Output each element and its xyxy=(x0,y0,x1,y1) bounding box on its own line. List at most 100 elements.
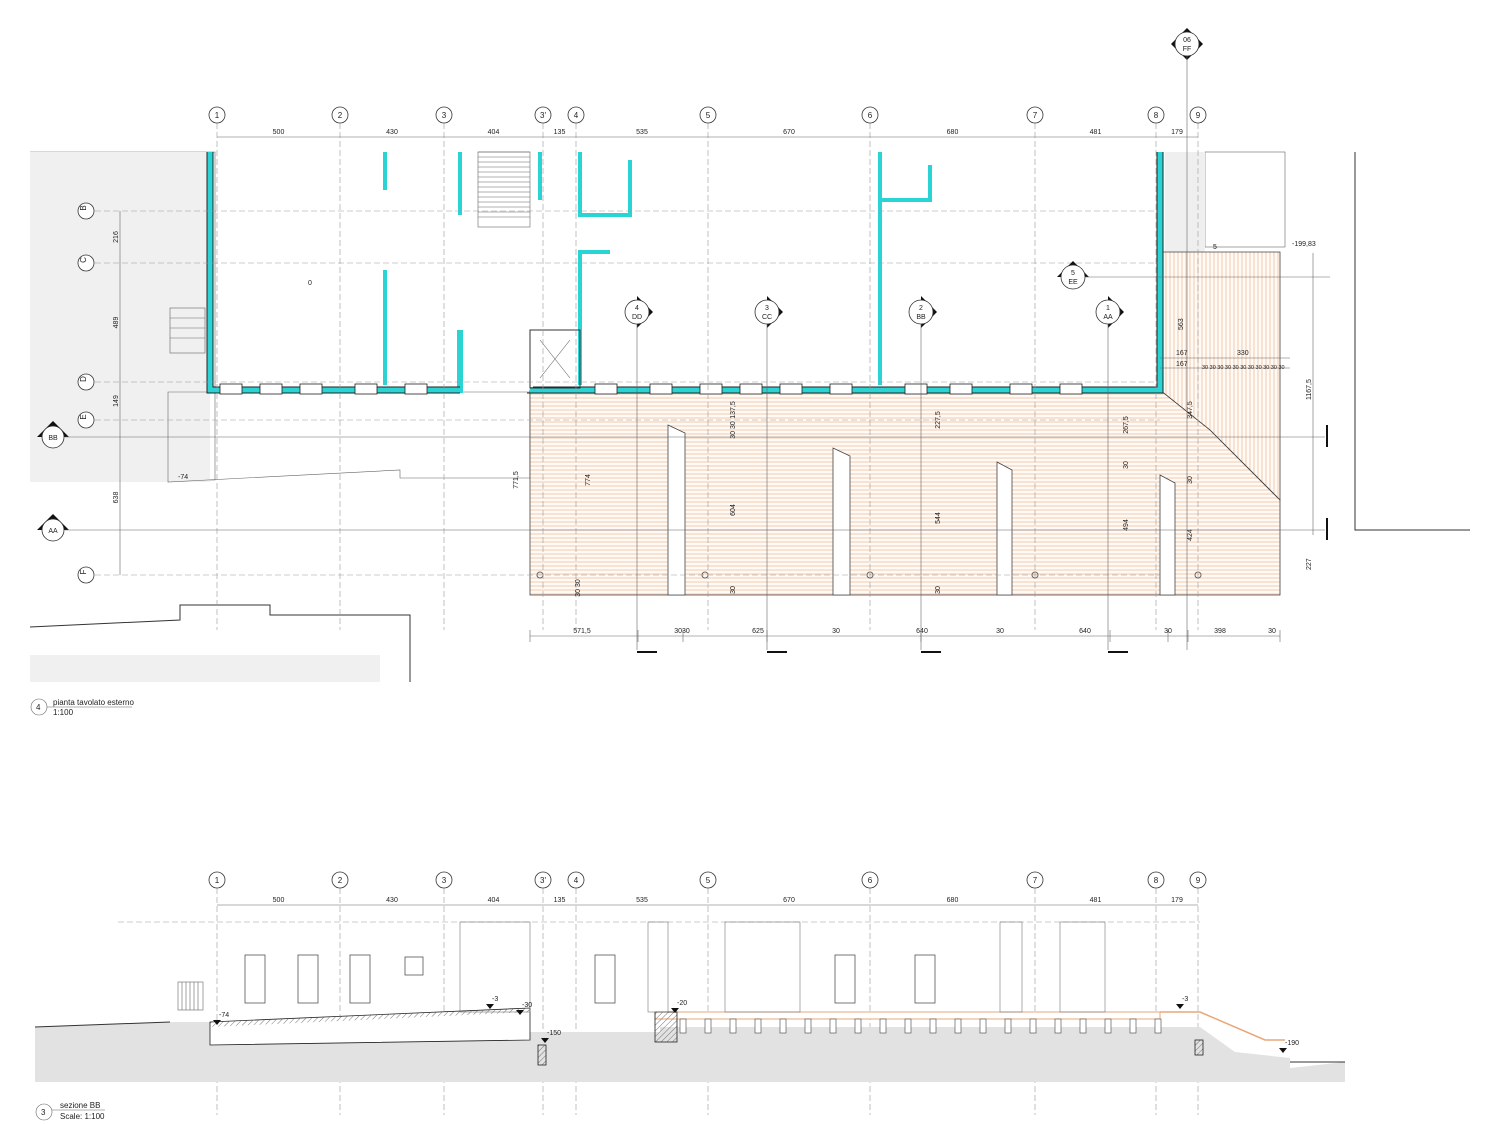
glazing xyxy=(1059,921,1106,1013)
dim-30s: 30 30 30 30 30 30 30 30 30 30 30 xyxy=(1202,365,1285,371)
section-levels: -74-3-30-20-150-3-190 xyxy=(213,996,1299,1053)
grid-dimension: 500 xyxy=(273,897,285,904)
side-strip xyxy=(1165,152,1205,252)
windows xyxy=(219,383,1083,395)
grid-bubble xyxy=(1026,871,1044,889)
grid-dimension: 135 xyxy=(554,897,566,904)
bottom-dimension: 640 xyxy=(1079,628,1091,635)
grid-dimension: 670 xyxy=(783,897,795,904)
section-title-block: 3 sezione BB Scale: 1:100 xyxy=(35,1101,105,1121)
grid-bubble xyxy=(1147,871,1165,889)
pier xyxy=(979,1018,987,1034)
level-marker xyxy=(671,1008,679,1013)
grid-label: 7 xyxy=(1033,876,1038,885)
bench xyxy=(832,447,851,596)
pier xyxy=(1079,1018,1087,1034)
interior-dimension: 30 xyxy=(1187,476,1194,484)
cut-mark: AA xyxy=(37,514,1328,542)
window xyxy=(949,383,973,395)
bottom-dimension: 3030 xyxy=(674,628,690,635)
level-zero: 0 xyxy=(308,280,312,287)
lift-cross xyxy=(539,339,571,379)
plan-title: pianta tavolato esterno xyxy=(53,698,134,707)
grid-label: 4 xyxy=(574,876,579,885)
section-number: 3 xyxy=(41,1108,46,1117)
plan-number: 4 xyxy=(36,703,41,712)
level-top: -199,83 xyxy=(1292,241,1316,248)
level-marker xyxy=(1279,1048,1287,1053)
door xyxy=(834,954,856,1004)
grid-dimension: 680 xyxy=(947,129,959,136)
window xyxy=(1059,383,1083,395)
exterior-steps xyxy=(1160,1011,1285,1041)
ground-line xyxy=(34,1021,171,1028)
grid-dimension: 680 xyxy=(947,897,959,904)
bottom-dimension: 571,5 xyxy=(573,628,591,635)
section-id: EE xyxy=(1068,279,1078,286)
wall-outer-line xyxy=(206,152,1164,394)
section-number: 3 xyxy=(765,305,769,312)
level-marker xyxy=(516,1010,524,1015)
pier xyxy=(1054,1018,1062,1034)
grid-dimension: 179 xyxy=(1171,129,1183,136)
grid-dimension: 430 xyxy=(386,897,398,904)
grid-dimension: 481 xyxy=(1090,129,1102,136)
level-label: -3 xyxy=(492,996,498,1003)
grid-label: 1 xyxy=(215,111,220,120)
section-mark: 4DD xyxy=(624,296,657,653)
stair xyxy=(477,151,531,228)
grid-dimension: 404 xyxy=(488,129,500,136)
window xyxy=(594,383,618,395)
row-bubble xyxy=(77,566,95,584)
window xyxy=(259,383,283,395)
grid-bubble xyxy=(435,871,453,889)
interior-dimension: 774 xyxy=(585,474,592,486)
pier xyxy=(854,1018,862,1034)
deck-benches xyxy=(536,424,1202,596)
pier xyxy=(1004,1018,1012,1034)
section-id: BB xyxy=(916,314,926,321)
glazing xyxy=(459,921,531,1013)
plan-scale: 1:100 xyxy=(53,708,74,717)
interior-dimension: 347,5 xyxy=(1187,401,1194,419)
glazing xyxy=(999,921,1023,1013)
interior-walls xyxy=(383,152,932,385)
grid-label: 6 xyxy=(868,876,873,885)
grid-label: 1 xyxy=(215,876,220,885)
section-bubble xyxy=(908,299,934,325)
bench xyxy=(996,461,1013,596)
glazing xyxy=(647,921,669,1013)
grid-bubble xyxy=(567,106,585,124)
interior-dimension: 267,5 xyxy=(1123,416,1130,434)
grid-label: 8 xyxy=(1154,876,1159,885)
door xyxy=(244,954,266,1004)
section-id: DD xyxy=(632,314,642,321)
grid-label: 3 xyxy=(442,111,447,120)
grid-bubble xyxy=(699,106,717,124)
grid-bubble xyxy=(861,106,879,124)
row-bubble xyxy=(77,411,95,429)
grid-bubble xyxy=(331,871,349,889)
level-label: -74 xyxy=(219,1012,229,1019)
interior-dimension: 494 xyxy=(1123,519,1130,531)
dim-167b: 167 xyxy=(1176,361,1188,368)
grid-dimension: 430 xyxy=(386,129,398,136)
row-dimension: 216 xyxy=(113,231,120,243)
dim-563: 563 xyxy=(1178,318,1185,330)
railing xyxy=(177,981,204,1011)
grid-label: 9 xyxy=(1196,876,1201,885)
level-marker xyxy=(486,1004,494,1009)
window xyxy=(354,383,378,395)
grid-label: 8 xyxy=(1154,111,1159,120)
grid-label: 3' xyxy=(540,111,546,120)
window xyxy=(904,383,928,395)
dim-167a: 167 xyxy=(1176,350,1188,357)
row-label: B xyxy=(79,205,88,210)
interior-dimension: 544 xyxy=(935,512,942,524)
section-bubble xyxy=(754,299,780,325)
bench xyxy=(667,424,686,596)
